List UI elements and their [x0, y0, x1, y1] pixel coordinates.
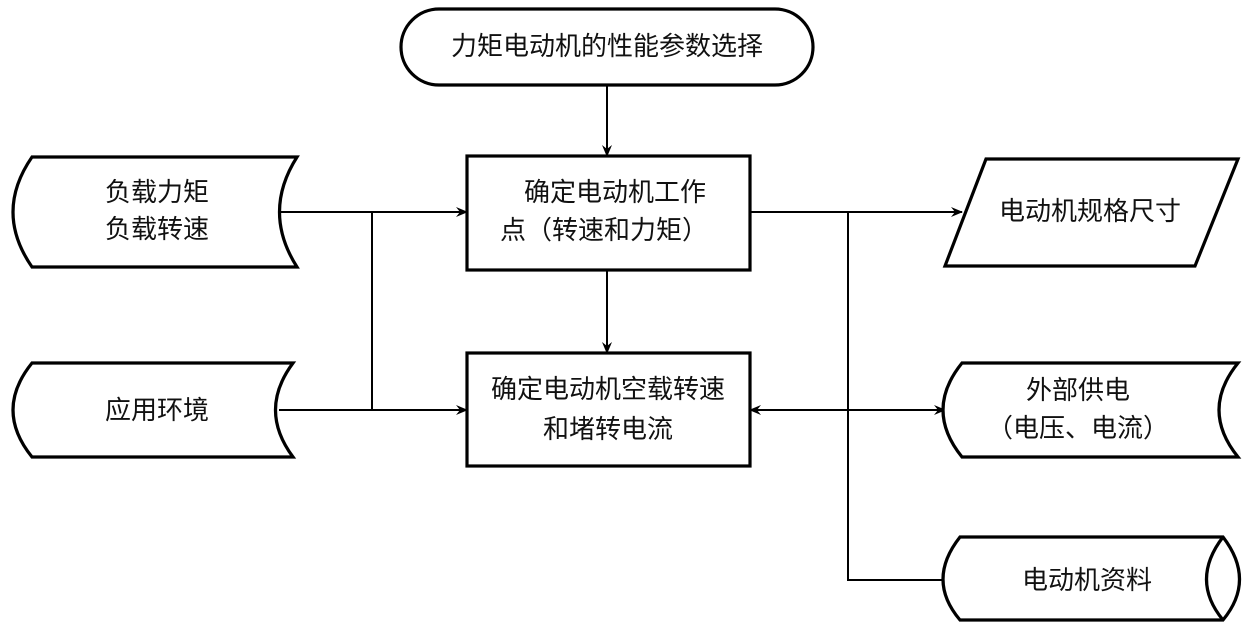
node-process-workpoint-line2: 点（转速和力矩）	[500, 216, 708, 246]
terminator-shape	[399, 7, 815, 87]
node-input-load-line1: 负载力矩	[105, 178, 209, 208]
node-output-supply-line1: 外部供电	[1026, 376, 1130, 406]
node-title[interactable]: 力矩电动机的性能参数选择	[399, 7, 815, 87]
process-shape	[465, 351, 752, 468]
node-output-motor-data[interactable]: 电动机资料	[941, 535, 1242, 622]
node-input-load-line2: 负载转速	[105, 215, 209, 245]
node-output-spec-label: 电动机规格尺寸	[999, 197, 1181, 227]
node-input-load[interactable]: 负载力矩 负载转速	[11, 155, 300, 269]
stored-data-shape	[11, 361, 297, 459]
stored-data-shape	[11, 155, 300, 269]
node-process-workpoint-line1: 确定电动机工作	[524, 178, 706, 208]
node-title-label: 力矩电动机的性能参数选择	[451, 32, 763, 62]
node-input-environment-label: 应用环境	[105, 396, 209, 426]
process-shape	[465, 154, 752, 272]
node-output-spec[interactable]: 电动机规格尺寸	[942, 157, 1241, 268]
parallelogram-shape	[942, 157, 1241, 268]
node-output-supply[interactable]: 外部供电 （电压、电流）	[941, 361, 1242, 459]
stored-data-shape	[941, 361, 1242, 459]
node-process-noload-line1: 确定电动机空载转速	[491, 375, 725, 405]
node-output-motor-data-label: 电动机资料	[1022, 566, 1152, 596]
node-input-environment[interactable]: 应用环境	[11, 361, 297, 459]
node-process-noload-line2: 和堵转电流	[543, 415, 673, 445]
edge-motor-data-line	[847, 212, 943, 581]
node-process-workpoint[interactable]: 确定电动机工作 点（转速和力矩）	[465, 154, 752, 272]
direct-access-storage-end-arc	[1204, 536, 1225, 622]
node-process-noload[interactable]: 确定电动机空载转速 和堵转电流	[465, 351, 752, 468]
node-output-supply-line2: （电压、电流）	[987, 414, 1169, 444]
connectors	[279, 86, 963, 581]
